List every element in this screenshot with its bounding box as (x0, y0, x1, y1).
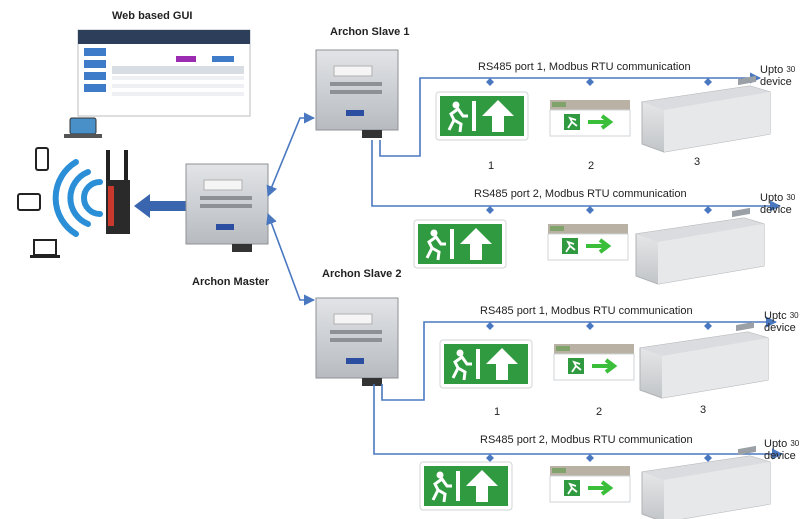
master-slave1-link (266, 112, 316, 198)
archon-slave2-box (315, 297, 399, 387)
tablet-icon (17, 193, 41, 211)
archon-master-box (185, 163, 269, 253)
bus-line-3 (381, 316, 778, 401)
bus-label-1: RS485 port 1, Modbus RTU communication (478, 61, 691, 73)
master-slave2-link (266, 212, 316, 306)
device-number: 1 (494, 406, 501, 418)
web-gui-screenshot (77, 29, 251, 117)
bulkhead-light-icon (639, 321, 769, 399)
device-number: 1 (488, 160, 495, 172)
slave1-label: Archon Slave 1 (330, 26, 410, 38)
exit-arrow-sign-icon (552, 342, 636, 382)
bus-line-4 (373, 384, 784, 460)
phone-icon (35, 147, 49, 171)
master-label: Archon Master (192, 276, 270, 288)
master-to-router-arrow (134, 194, 186, 218)
archon-slave1-box (315, 49, 399, 139)
laptop-icon (64, 117, 102, 138)
device-number: 2 (588, 160, 595, 172)
exit-arrow-sign-icon (548, 464, 632, 504)
bus-line-1 (379, 72, 762, 157)
device-number: 3 (694, 156, 701, 168)
exit-sign-icon (412, 218, 508, 270)
bus-label-3: RS485 port 1, Modbus RTU communication (480, 305, 693, 317)
bus-line-2 (371, 140, 782, 212)
exit-arrow-sign-icon (548, 98, 632, 138)
bulkhead-light-icon (635, 207, 765, 285)
laptop-icon (30, 239, 60, 258)
exit-sign-icon (434, 90, 530, 142)
exit-arrow-sign-icon (546, 222, 630, 262)
bus-label-2: RS485 port 2, Modbus RTU communication (474, 188, 687, 200)
web-gui-label: Web based GUI (112, 10, 193, 22)
device-number: 2 (596, 406, 603, 418)
slave2-label: Archon Slave 2 (322, 268, 402, 280)
bulkhead-light-icon (641, 75, 771, 153)
wifi-icon (52, 159, 103, 237)
router-icon (106, 150, 130, 234)
exit-sign-icon (418, 460, 514, 512)
exit-sign-icon (438, 338, 534, 390)
device-number: 3 (700, 404, 707, 416)
bus-label-4: RS485 port 2, Modbus RTU communication (480, 434, 693, 446)
